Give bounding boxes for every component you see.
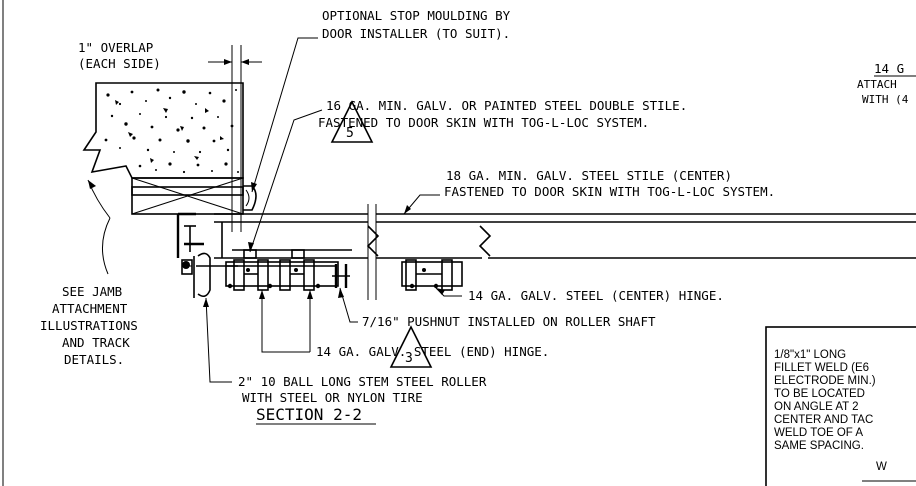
- leader-arrowheads: [88, 180, 445, 307]
- overlap-label-line2: (EACH SIDE): [78, 56, 161, 71]
- jamb-label-line4: AND TRACK: [62, 335, 130, 350]
- weld-note-line-2: FILLET WELD (E6: [774, 362, 869, 374]
- jamb-label-line2: ATTACHMENT: [52, 301, 128, 316]
- callout-3-number: 3: [405, 351, 413, 366]
- stop-moulding-label-line1: OPTIONAL STOP MOULDING BY: [322, 8, 511, 23]
- jamb-label-line5: DETAILS.: [64, 352, 124, 367]
- leader-lines: [87, 37, 462, 383]
- center-hinge-label: 14 GA. GALV. STEEL (CENTER) HINGE.: [468, 288, 724, 303]
- stop-moulding-label-line2: DOOR INSTALLER (TO SUIT).: [322, 26, 510, 41]
- topright-label-line2: ATTACH: [857, 78, 897, 91]
- end-hinge-label: 14 GA. GALV. STEEL (END) HINGE.: [316, 344, 549, 359]
- callout-triangle-5: 5: [330, 100, 374, 143]
- weld-note-line-4: TO BE LOCATED: [774, 388, 865, 400]
- end-hinge-assembly: [182, 259, 350, 291]
- wood-blocking: [131, 177, 244, 215]
- door-section-left: [214, 213, 368, 259]
- center-hinge-assembly: [401, 259, 463, 291]
- weld-note-footer: W: [876, 461, 887, 473]
- stop-moulding: [243, 185, 257, 211]
- weld-note-line-8: SAME SPACING.: [774, 440, 864, 452]
- callout-5-number: 5: [346, 126, 354, 141]
- pushnut-label: 7/16" PUSHNUT INSTALLED ON ROLLER SHAFT: [362, 314, 656, 329]
- section-title: SECTION 2-2: [256, 405, 362, 424]
- weld-note-line-7: WELD TOE OF A: [774, 427, 863, 439]
- concrete-jamb: [82, 82, 244, 179]
- weld-note-line-1: 1/8"x1" LONG: [774, 349, 846, 361]
- double-stile-label-line2: FASTENED TO DOOR SKIN WITH TOG-L-LOC SYS…: [318, 115, 649, 130]
- weld-note-line-3: ELECTRODE MIN.): [774, 375, 876, 387]
- roller-label-line1: 2" 10 BALL LONG STEM STEEL ROLLER: [238, 374, 487, 389]
- hinge-knuckle-1: [233, 259, 269, 291]
- roller-label-line2: WITH STEEL OR NYLON TIRE: [242, 390, 423, 405]
- jamb-label-line1: SEE JAMB: [62, 284, 122, 299]
- overlap-dimension: [208, 45, 262, 232]
- weld-note-line-6: CENTER AND TAC: [774, 414, 873, 426]
- callout-triangle-3: 3: [389, 325, 433, 368]
- concrete-speckle-texture: [104, 88, 239, 174]
- center-stile-label-line1: 18 GA. MIN. GALV. STEEL STILE (CENTER): [446, 168, 732, 183]
- topright-label-line1: 14 G: [874, 61, 904, 76]
- weld-note-box: 1/8"x1" LONG FILLET WELD (E6 ELECTRODE M…: [765, 326, 916, 486]
- overlap-label-line1: 1" OVERLAP: [78, 40, 153, 55]
- break-lines: [366, 204, 492, 300]
- hinge-knuckle-2: [279, 259, 315, 291]
- jamb-label-line3: ILLUSTRATIONS: [40, 318, 138, 333]
- door-section-right: [376, 213, 916, 259]
- center-stile-label-line2: FASTENED TO DOOR SKIN WITH TOG-L-LOC SYS…: [444, 184, 775, 199]
- track-bracket: [176, 212, 238, 298]
- topright-label-line3: WITH (4: [862, 93, 909, 106]
- double-stile-label-line1: 16 GA. MIN. GALV. OR PAINTED STEEL DOUBL…: [326, 98, 687, 113]
- weld-note-line-5: ON ANGLE AT 2: [774, 401, 859, 413]
